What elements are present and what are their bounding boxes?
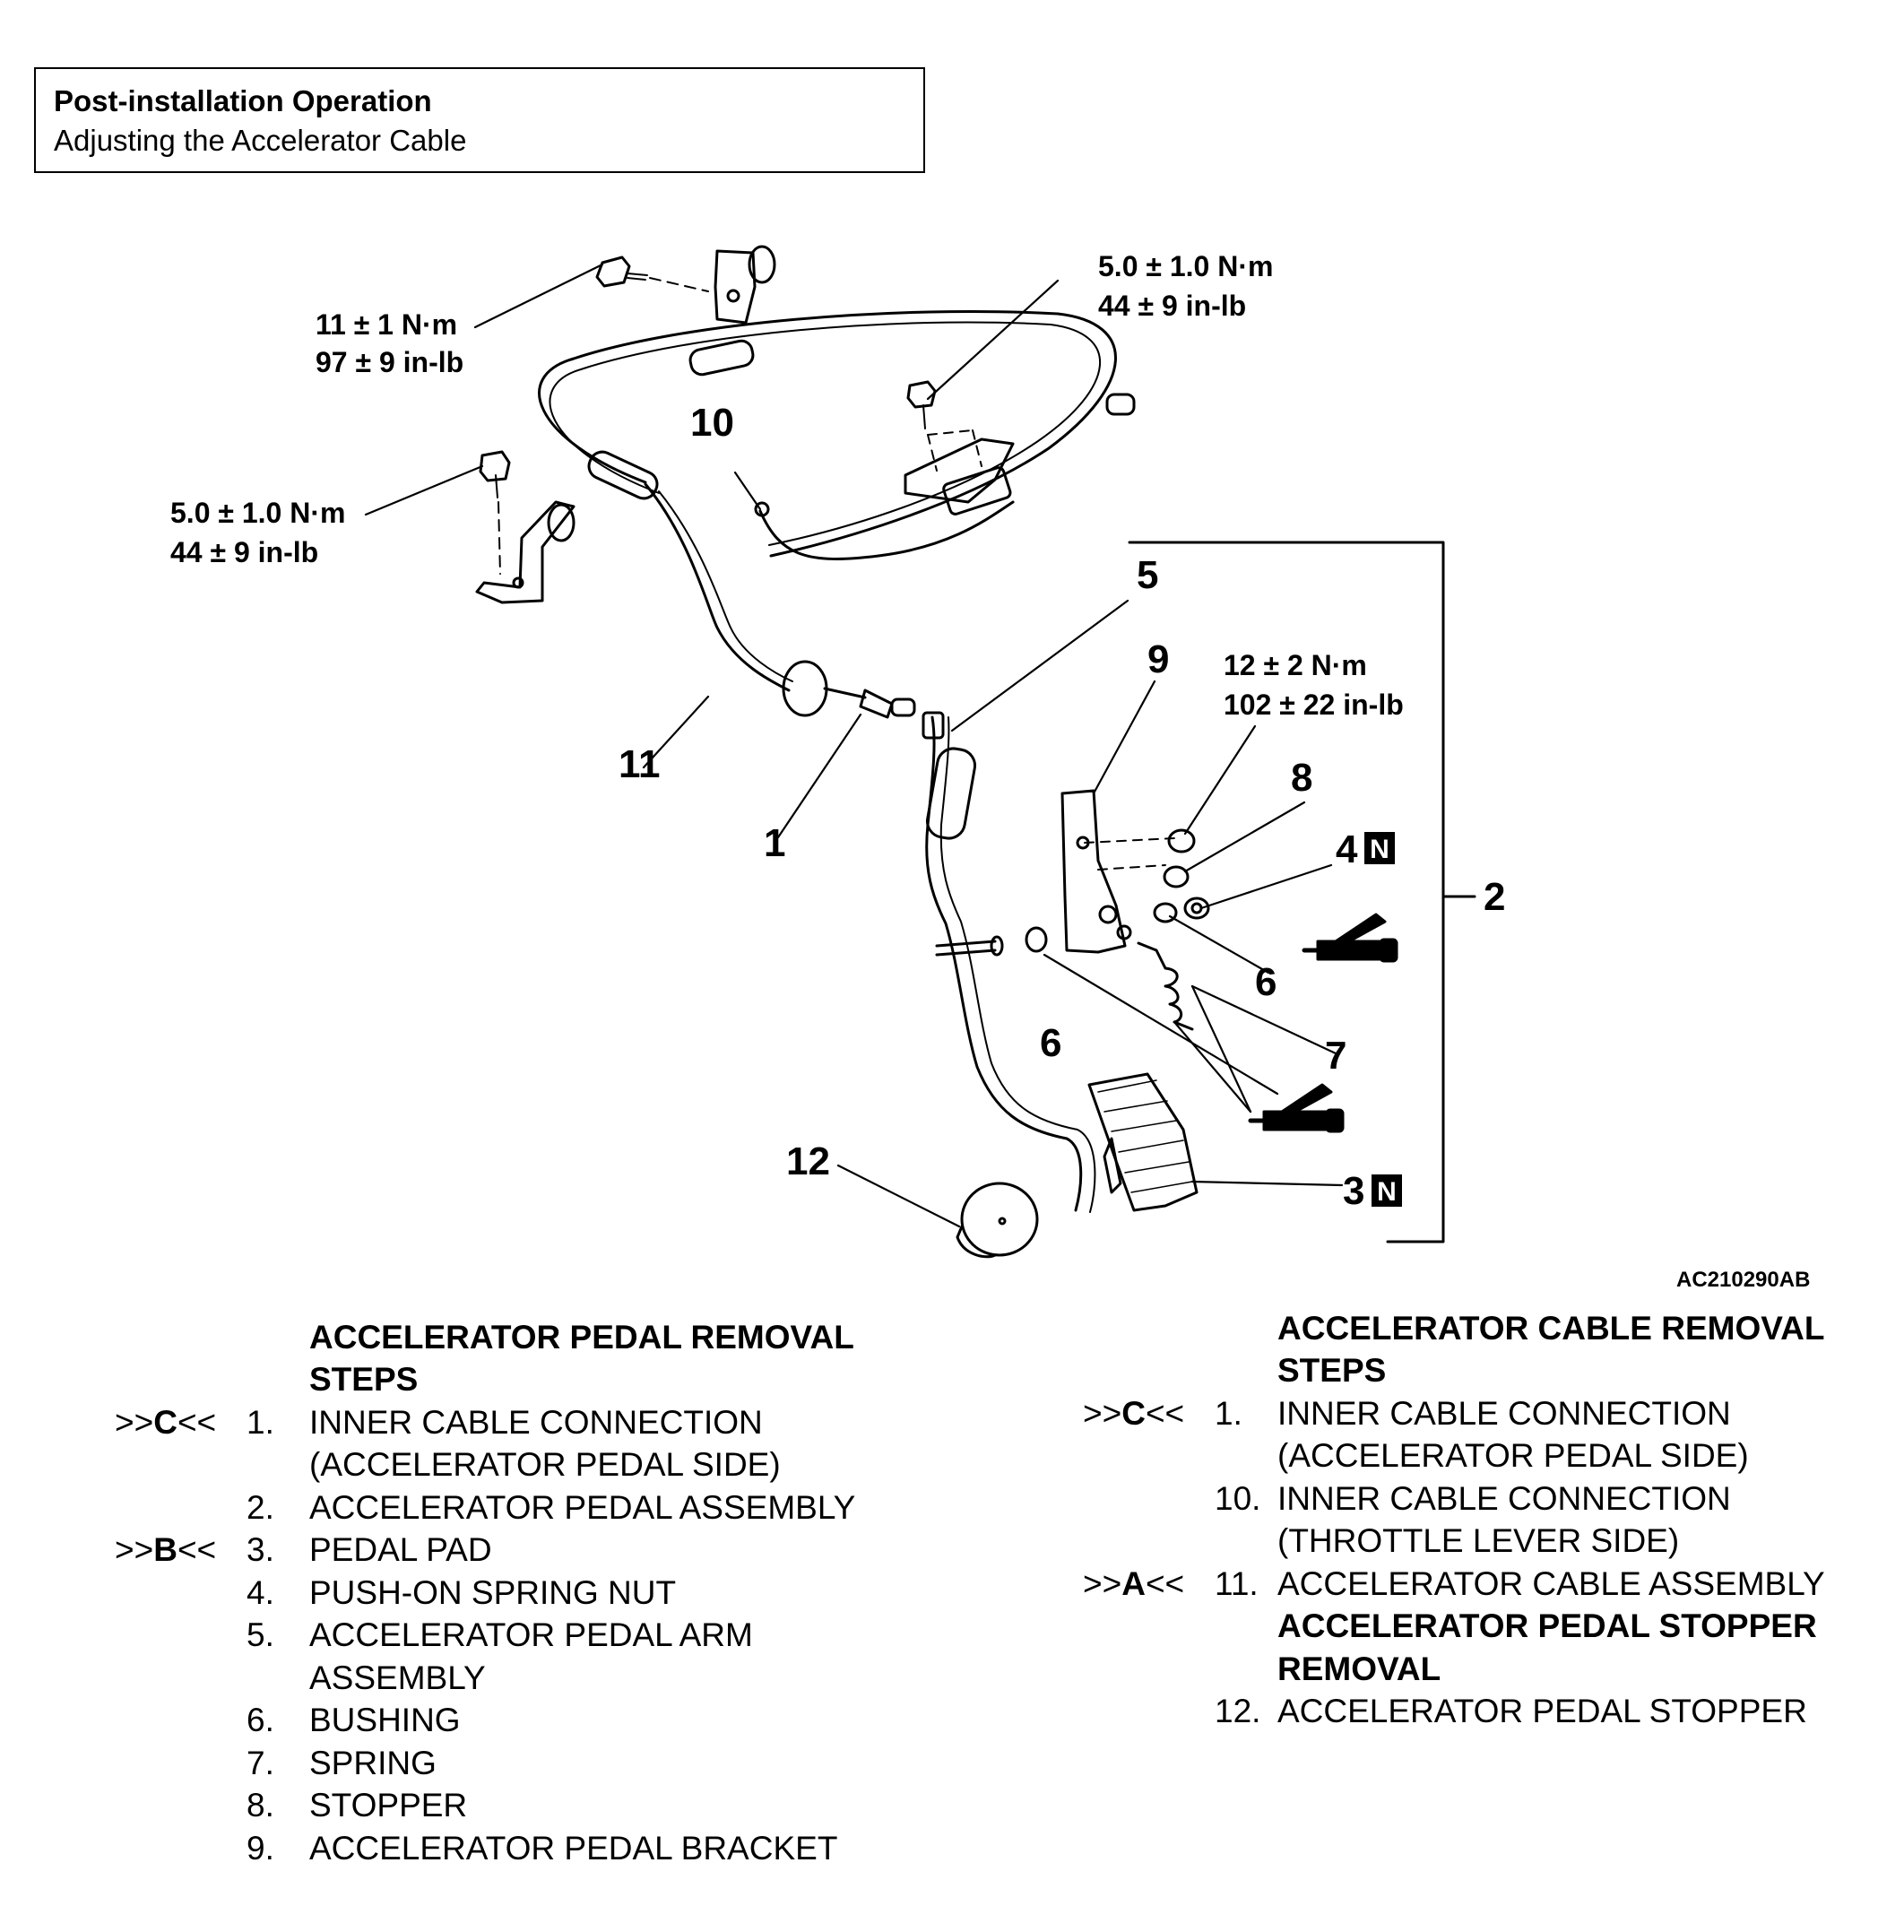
step-text: ACCELERATOR PEDAL BRACKET <box>309 1830 838 1867</box>
svg-text:N: N <box>1377 1177 1397 1207</box>
step-number: 9. <box>247 1830 274 1867</box>
bushing-left <box>1025 926 1048 953</box>
torque-left-nm: 5.0 ± 1.0 N·m <box>170 497 345 529</box>
torque-bracket-nm: 12 ± 2 N·m <box>1224 649 1367 681</box>
cable-sleeve-top <box>688 339 755 377</box>
callout-7: 7 <box>1325 1034 1346 1078</box>
cable-clip-right <box>904 438 1015 504</box>
stopper <box>1163 865 1190 888</box>
step-text: ACCELERATOR PEDAL ARM <box>309 1616 753 1653</box>
step-text: ACCELERATOR PEDAL STOPPER <box>1277 1693 1807 1729</box>
info-title: Post-installation Operation <box>54 84 432 117</box>
cable-grommet <box>782 660 828 717</box>
bolt-right <box>906 380 937 409</box>
spring <box>1137 941 1194 1031</box>
svg-text:N: N <box>1370 835 1389 864</box>
cable-lower <box>644 482 791 692</box>
step-number: 5. <box>247 1616 274 1653</box>
pedal-removal-heading-1: ACCELERATOR PEDAL REMOVAL <box>309 1319 854 1356</box>
torque-bracket-inlb: 102 ± 22 in-lb <box>1224 689 1404 721</box>
bushing-right <box>1153 902 1178 923</box>
pedal-arm-sleeve <box>925 747 977 840</box>
step-text: SPRING <box>309 1745 437 1781</box>
callout-2: 2 <box>1484 875 1505 919</box>
bolt-left <box>479 450 511 482</box>
torque-top-nm: 11 ± 1 N·m <box>316 308 457 341</box>
bracket-bolt <box>1167 828 1196 853</box>
step-text: (ACCELERATOR PEDAL SIDE) <box>309 1446 781 1483</box>
new-part-badge-3: N <box>1372 1174 1402 1207</box>
step-number: 8. <box>247 1787 274 1824</box>
callout-8: 8 <box>1291 756 1312 800</box>
step-text: INNER CABLE CONNECTION <box>309 1404 763 1441</box>
callout-5: 5 <box>1137 553 1158 597</box>
callout-4: 4 <box>1336 827 1358 871</box>
torque-right-inlb: 44 ± 9 in-lb <box>1098 290 1246 322</box>
callout-3: 3 <box>1343 1169 1364 1213</box>
push-on-nut <box>1183 897 1210 920</box>
cable-removal-list: ACCELERATOR CABLE REMOVAL STEPS >>C<< 1.… <box>1058 1307 1904 1737</box>
cable-clip-left <box>475 500 576 604</box>
step-text: ASSEMBLY <box>309 1659 486 1696</box>
cable-removal-heading-1: ACCELERATOR CABLE REMOVAL <box>1277 1310 1825 1347</box>
stopper-heading-1: ACCELERATOR PEDAL STOPPER <box>1277 1607 1817 1644</box>
callout-12: 12 <box>786 1139 830 1183</box>
step-mark-a: >>A<< <box>1083 1565 1185 1602</box>
bolt-top <box>595 256 631 288</box>
step-text: INNER CABLE CONNECTION <box>1277 1395 1731 1432</box>
step-text: ACCELERATOR CABLE ASSEMBLY <box>1277 1565 1825 1602</box>
step-mark-b: >>B<< <box>115 1531 217 1568</box>
step-number: 10. <box>1215 1480 1261 1517</box>
step-text: (ACCELERATOR PEDAL SIDE) <box>1277 1437 1749 1474</box>
step-number: 6. <box>247 1702 274 1738</box>
assembly-bracket <box>1128 541 1476 1243</box>
step-number: 2. <box>247 1489 274 1526</box>
step-text: PEDAL PAD <box>309 1531 492 1568</box>
cable-sleeve-left <box>587 450 659 500</box>
info-subtitle: Adjusting the Accelerator Cable <box>54 124 467 157</box>
grease-icon-2 <box>1248 1083 1345 1133</box>
stopper-heading-2: REMOVAL <box>1277 1650 1441 1687</box>
step-text: PUSH-ON SPRING NUT <box>309 1574 677 1611</box>
step-number: 4. <box>247 1574 274 1611</box>
step-mark-c: >>C<< <box>1083 1395 1185 1432</box>
pedal-bracket <box>1060 789 1127 954</box>
step-mark-c: >>C<< <box>115 1404 217 1441</box>
pedal-stopper <box>960 1182 1039 1257</box>
torque-right-nm: 5.0 ± 1.0 N·m <box>1098 250 1273 282</box>
pedal-removal-list: ACCELERATOR PEDAL REMOVAL STEPS >>C<< 1.… <box>0 1316 950 1890</box>
callout-9: 9 <box>1147 637 1169 681</box>
cable-removal-heading-2: STEPS <box>1277 1352 1387 1389</box>
callout-11: 11 <box>619 742 661 786</box>
torque-left-inlb: 44 ± 9 in-lb <box>170 536 318 568</box>
step-number: 1. <box>247 1404 274 1441</box>
step-number: 3. <box>247 1531 274 1568</box>
grease-icon-1 <box>1302 913 1398 963</box>
throttle-inner-cable <box>758 500 1015 560</box>
cable-sleeve-right <box>1105 393 1136 416</box>
callout-1: 1 <box>764 821 785 865</box>
pedal-removal-heading-2: STEPS <box>309 1361 419 1398</box>
step-number: 1. <box>1215 1395 1242 1432</box>
info-box: Post-installation Operation Adjusting th… <box>34 67 925 173</box>
callout-10: 10 <box>690 401 734 445</box>
callout-6-right: 6 <box>1255 960 1277 1004</box>
step-text: STOPPER <box>309 1787 468 1824</box>
callout-6-left: 6 <box>1040 1021 1061 1065</box>
step-text: (THROTTLE LEVER SIDE) <box>1277 1522 1680 1559</box>
step-text: BUSHING <box>309 1702 461 1738</box>
step-number: 12. <box>1215 1693 1261 1729</box>
step-number: 7. <box>247 1745 274 1781</box>
torque-top-inlb: 97 ± 9 in-lb <box>316 346 463 378</box>
figure-id: AC210290AB <box>1676 1268 1810 1292</box>
step-text: ACCELERATOR PEDAL ASSEMBLY <box>309 1489 856 1526</box>
cable-outer <box>538 309 1117 558</box>
step-number: 11. <box>1215 1565 1259 1602</box>
step-text: INNER CABLE CONNECTION <box>1277 1480 1731 1517</box>
new-part-badge-4: N <box>1364 832 1395 864</box>
